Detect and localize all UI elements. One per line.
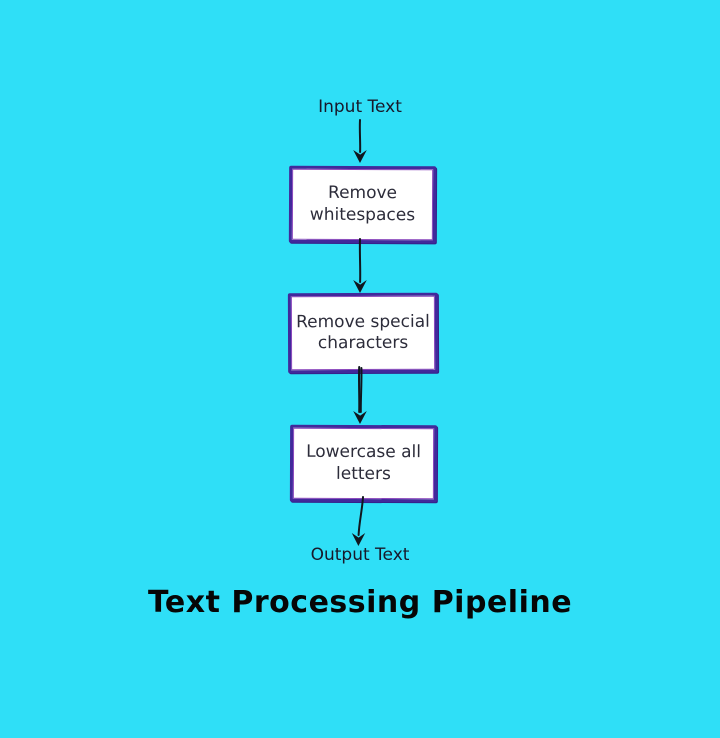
node-lowercase-all-letters: Lowercase all letters [289,424,438,503]
arrow-down-icon [353,119,367,163]
node-label-line: characters [317,332,409,354]
node-label-line: Remove special [296,311,430,332]
arrow-down-icon [353,366,367,424]
input-text-label: Input Text [318,97,402,117]
arrow-down-icon [351,496,366,546]
node-label-line: whitespaces [309,204,416,225]
node-label-line: Lowercase all [306,442,422,463]
node-remove-special-characters: Remove special characters [287,292,439,374]
node-remove-whitespaces: Remove whitespaces [288,165,437,244]
node-label-line: Remove [328,183,398,204]
output-text-label: Output Text [310,545,410,565]
node-label-line: letters [336,463,391,484]
arrow-down-icon [353,238,367,293]
diagram-title: Text Processing Pipeline [147,585,573,620]
